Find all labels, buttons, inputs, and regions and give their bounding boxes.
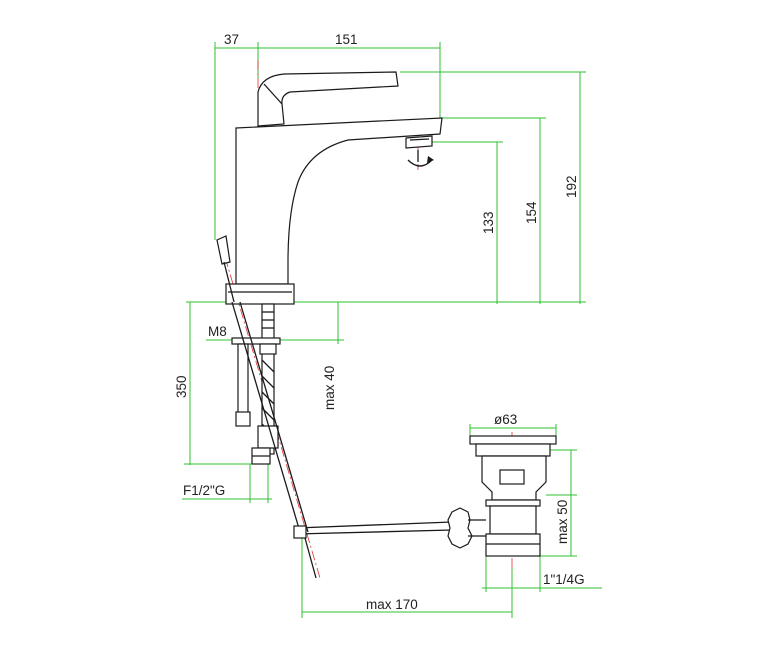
dimension-labels: 37 151 192 154 133 350 max 40 M8 F1/2"G … — [174, 32, 585, 612]
dim-151: 151 — [335, 32, 358, 47]
dim-154: 154 — [524, 201, 539, 224]
dim-f12g: F1/2"G — [183, 483, 225, 498]
fixings — [231, 301, 453, 579]
dim-37: 37 — [224, 32, 239, 47]
dim-192: 192 — [564, 175, 579, 198]
dim-1-1-4g: 1"1/4G — [543, 572, 585, 587]
dim-m8: M8 — [208, 324, 227, 339]
dim-133: 133 — [481, 211, 496, 234]
dim-max-170: max 170 — [366, 597, 418, 612]
waste-assembly — [447, 435, 557, 557]
dim-350: 350 — [174, 375, 189, 398]
dim-phi63: ø63 — [494, 412, 517, 427]
dim-max-40: max 40 — [322, 366, 337, 410]
faucet-body — [216, 71, 443, 305]
dim-max-50: max 50 — [555, 500, 570, 544]
